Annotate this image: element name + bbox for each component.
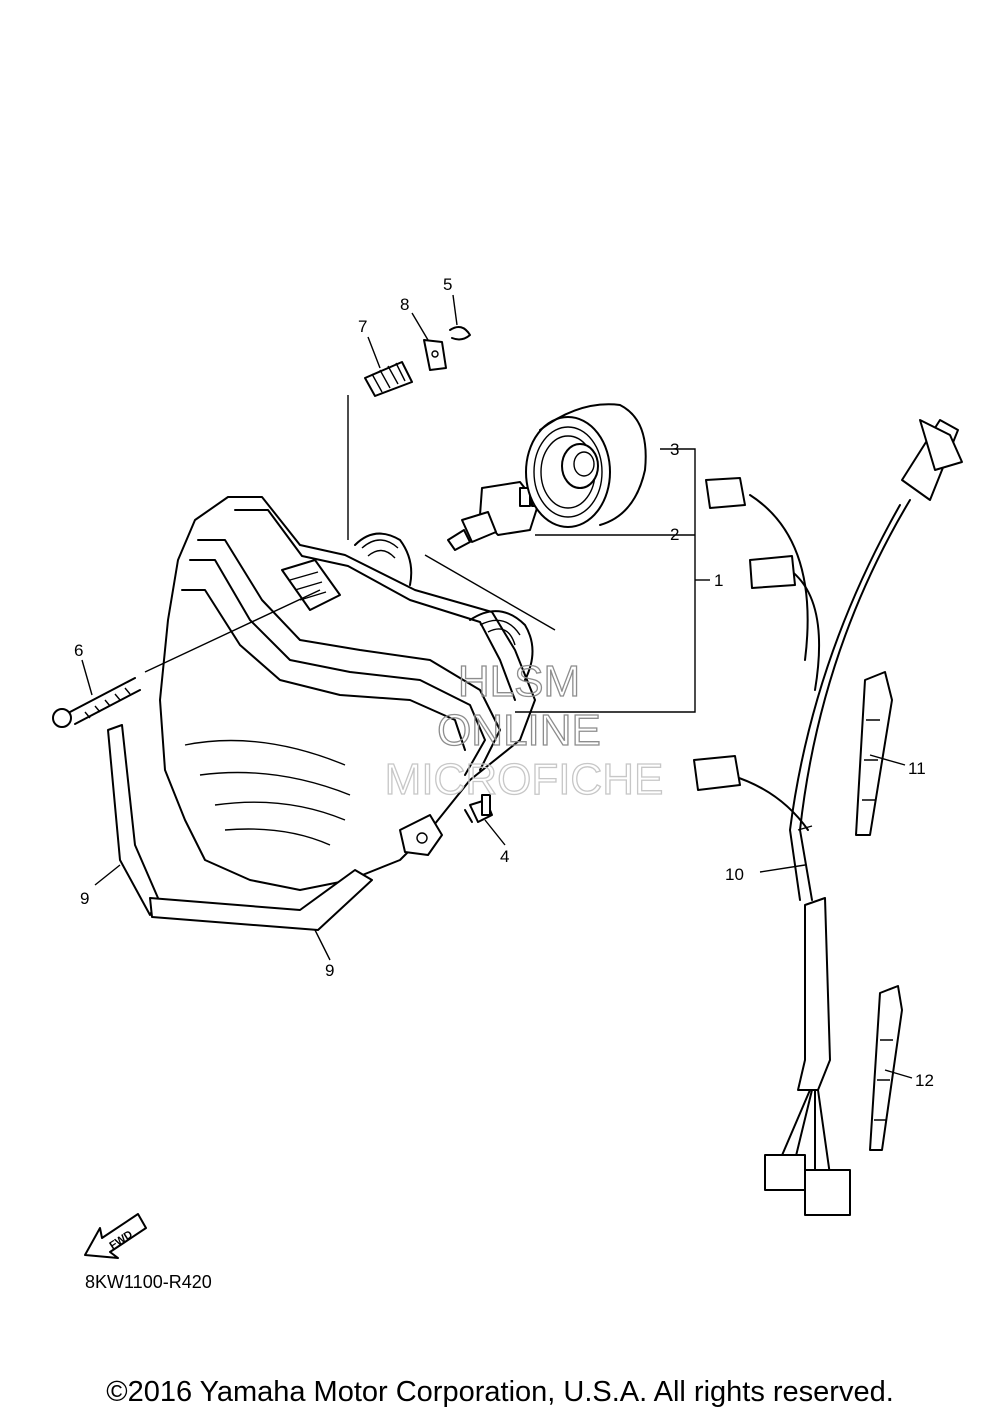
callout-2: 2 — [670, 525, 679, 544]
callout-1: 1 — [714, 571, 723, 590]
callout-12: 12 — [915, 1071, 934, 1090]
headlight-assembly — [159, 496, 536, 891]
callout-3: 3 — [670, 440, 679, 459]
watermark-line-2: ONLINE — [437, 706, 601, 755]
cable-tie-12 — [869, 985, 903, 1151]
nut — [423, 339, 447, 371]
adjusting-screw — [52, 677, 141, 728]
callout-9-upper: 9 — [80, 889, 89, 908]
callout-6: 6 — [74, 641, 83, 660]
callout-4: 4 — [500, 847, 509, 866]
adjusting-spring — [364, 361, 413, 397]
damper-strips — [107, 724, 373, 931]
callout-8: 8 — [400, 295, 409, 314]
position-bulb — [464, 794, 493, 823]
callout-10: 10 — [725, 865, 744, 884]
callout-11: 11 — [908, 759, 926, 778]
callout-9-lower: 9 — [325, 961, 334, 980]
fwd-arrow: FWD — [84, 1213, 147, 1259]
callout-5: 5 — [443, 275, 452, 294]
leader-lines — [81, 294, 913, 1079]
callout-7: 7 — [358, 317, 367, 336]
watermark-line-3: MICROFICHE — [385, 755, 664, 804]
headlight-wire-harness — [693, 419, 963, 1216]
headlight-bulb — [447, 481, 541, 551]
cable-tie-11 — [855, 671, 893, 836]
watermark: HLSM ONLINE MICROFICHE — [384, 656, 664, 804]
spring-clip — [449, 325, 471, 341]
diagram-part-code: 8KW1100-R420 — [85, 1272, 212, 1292]
watermark-line-1: HLSM — [458, 657, 580, 706]
copyright-notice: ©2016 Yamaha Motor Corporation, U.S.A. A… — [106, 1376, 894, 1408]
bulb-cover — [525, 403, 647, 528]
